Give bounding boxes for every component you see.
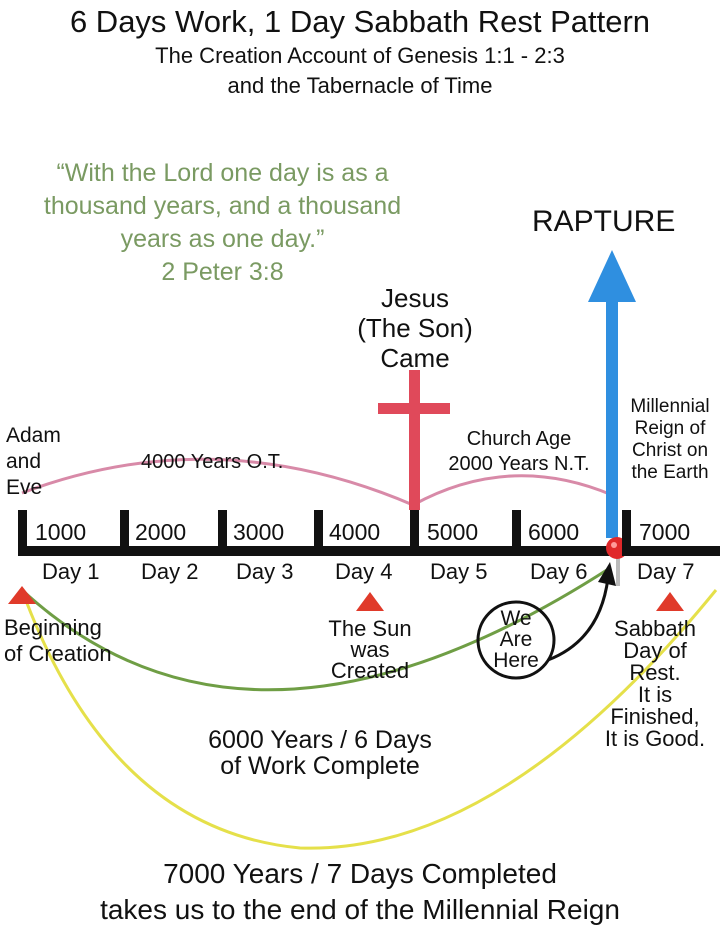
millennial-line-4: the Earth [631,462,709,483]
beginning-line-1: Beginning [4,615,102,640]
verse-line-3: years as one day.” [120,225,325,253]
tick-3 [314,510,323,556]
triangle-sun-icon [356,592,384,611]
sabbath-line-5: Finished, [610,704,700,729]
triangle-sabbath-icon [656,592,684,611]
sabbath-line-1: Sabbath [614,616,696,641]
day-3-label: Day 3 [236,559,294,584]
sun-created-label: The Sun was Created [300,616,440,683]
here-line-2: Are [499,628,533,651]
subtitle-tabernacle: and the Tabernacle of Time [227,73,493,98]
sun-line-1: The Sun [328,616,412,641]
day-6-label: Day 6 [530,559,588,584]
beginning-label: Beginning of Creation [4,615,112,667]
tick-2 [218,510,227,556]
work-line-2: of Work Complete [220,752,420,780]
total-label: 7000 Years / 7 Days Completed takes us t… [0,856,720,928]
work-arc [20,566,611,692]
adam-line-2: and [6,450,42,473]
work-complete-label: 6000 Years / 6 Days of Work Complete [150,727,490,779]
jesus-line-2: (The Son) [357,313,473,343]
verse-quote: “With the Lord one day is as a thousand … [0,157,445,289]
millennial-line-1: Millennial [630,396,710,417]
timeline-axis [18,546,720,556]
day-7-label: Day 7 [637,559,695,584]
millennial-label: Millennial Reign of Christ on the Earth [620,396,720,484]
ot-label: 4000 Years O.T. [141,451,284,473]
tick-4 [410,510,419,556]
sun-line-2: was [350,637,390,662]
sabbath-label: Sabbath Day of Rest. It is Finished, It … [590,618,720,750]
year-4000: 4000 [329,519,381,545]
church-age-label: Church Age 2000 Years N.T. [432,427,606,477]
sabbath-line-2: Day of [623,638,687,663]
millennial-line-3: Christ on [631,440,709,461]
year-3000: 3000 [233,519,285,545]
work-line-1: 6000 Years / 6 Days [208,726,432,754]
year-1000: 1000 [35,519,87,545]
day-2-label: Day 2 [141,559,199,584]
beginning-line-2: of Creation [4,641,112,666]
tick-6 [622,510,631,556]
arrowhead-icon [598,562,616,586]
nt-arc [412,474,613,507]
diagram-title: 6 Days Work, 1 Day Sabbath Rest Pattern [69,4,651,39]
adam-line-3: Eve [6,476,43,499]
adam-line-1: Adam [6,424,61,447]
sun-line-3: Created [330,658,410,683]
year-5000: 5000 [427,519,479,545]
sabbath-line-3: Rest. [629,660,681,685]
verse-reference: 2 Peter 3:8 [161,258,284,286]
ot-arc [21,457,414,507]
total-line-2: takes us to the end of the Millennial Re… [100,894,620,925]
millennial-line-2: Reign of [634,418,706,439]
day-1-label: Day 1 [42,559,100,584]
tick-5 [512,510,521,556]
rapture-arrow-icon [588,250,636,538]
jesus-line-3: Came [380,343,450,373]
rapture-label: RAPTURE [532,205,676,238]
jesus-came-label: Jesus (The Son) Came [330,283,500,373]
verse-line-2: thousand years, and a thousand [43,192,402,220]
verse-line-1: “With the Lord one day is as a [56,159,389,187]
subtitle-genesis: The Creation Account of Genesis 1:1 - 2:… [155,43,565,68]
church-line-1: Church Age [466,428,572,450]
tick-0 [18,510,27,556]
triangle-beginning-icon [8,586,36,604]
sabbath-line-6: It is Good. [604,726,706,751]
we-are-here-circle [476,600,556,680]
total-line-1: 7000 Years / 7 Days Completed [163,858,557,889]
day-5-label: Day 5 [430,559,488,584]
year-2000: 2000 [135,519,187,545]
adam-eve-label: Adam and Eve [6,423,61,501]
year-7000: 7000 [639,519,691,545]
day-4-label: Day 4 [335,559,393,584]
cross-icon [378,370,450,510]
sabbath-line-4: It is [637,682,673,707]
jesus-line-1: Jesus [381,283,449,313]
total-arc [20,589,718,850]
here-line-3: Here [493,649,539,672]
tick-1 [120,510,129,556]
we-are-here-arrow [547,577,610,662]
church-line-2: 2000 Years N.T. [448,453,590,475]
here-line-1: We [500,607,532,630]
we-are-here-label: We Are Here [480,608,552,671]
year-6000: 6000 [528,519,580,545]
